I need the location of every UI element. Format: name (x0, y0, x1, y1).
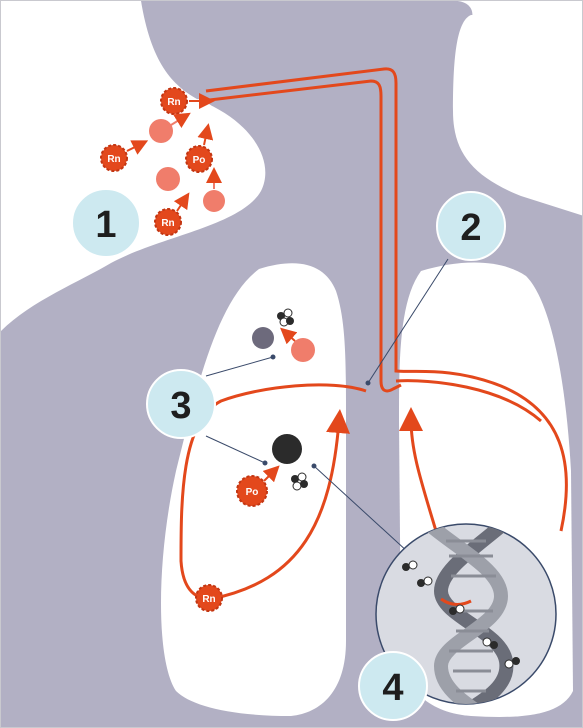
polonium-label-nasal: Po (193, 155, 206, 166)
progeny-particle-2 (156, 167, 180, 191)
radon-label-top: Rn (167, 97, 180, 108)
radon-label-bottom: Rn (161, 218, 174, 229)
radon-label-lung: Rn (202, 594, 215, 605)
dark-particle (272, 434, 302, 464)
badge-4: 4 (359, 652, 427, 720)
badge-2-label: 2 (460, 207, 481, 249)
badge-1-label: 1 (95, 204, 116, 246)
badge-2: 2 (437, 192, 505, 260)
radon-atom-lung: Rn (196, 585, 222, 611)
progeny-particle-1 (149, 119, 173, 143)
badge-4-label: 4 (382, 667, 403, 709)
radon-label-left: Rn (107, 154, 120, 165)
badge-1: 1 (72, 189, 140, 257)
polonium-label-lung: Po (246, 487, 259, 498)
gray-particle (252, 327, 274, 349)
badge-3-label: 3 (170, 385, 191, 427)
badge-3: 3 (147, 370, 215, 438)
progeny-particle-3 (203, 190, 225, 212)
progeny-particle-lung (291, 338, 315, 362)
